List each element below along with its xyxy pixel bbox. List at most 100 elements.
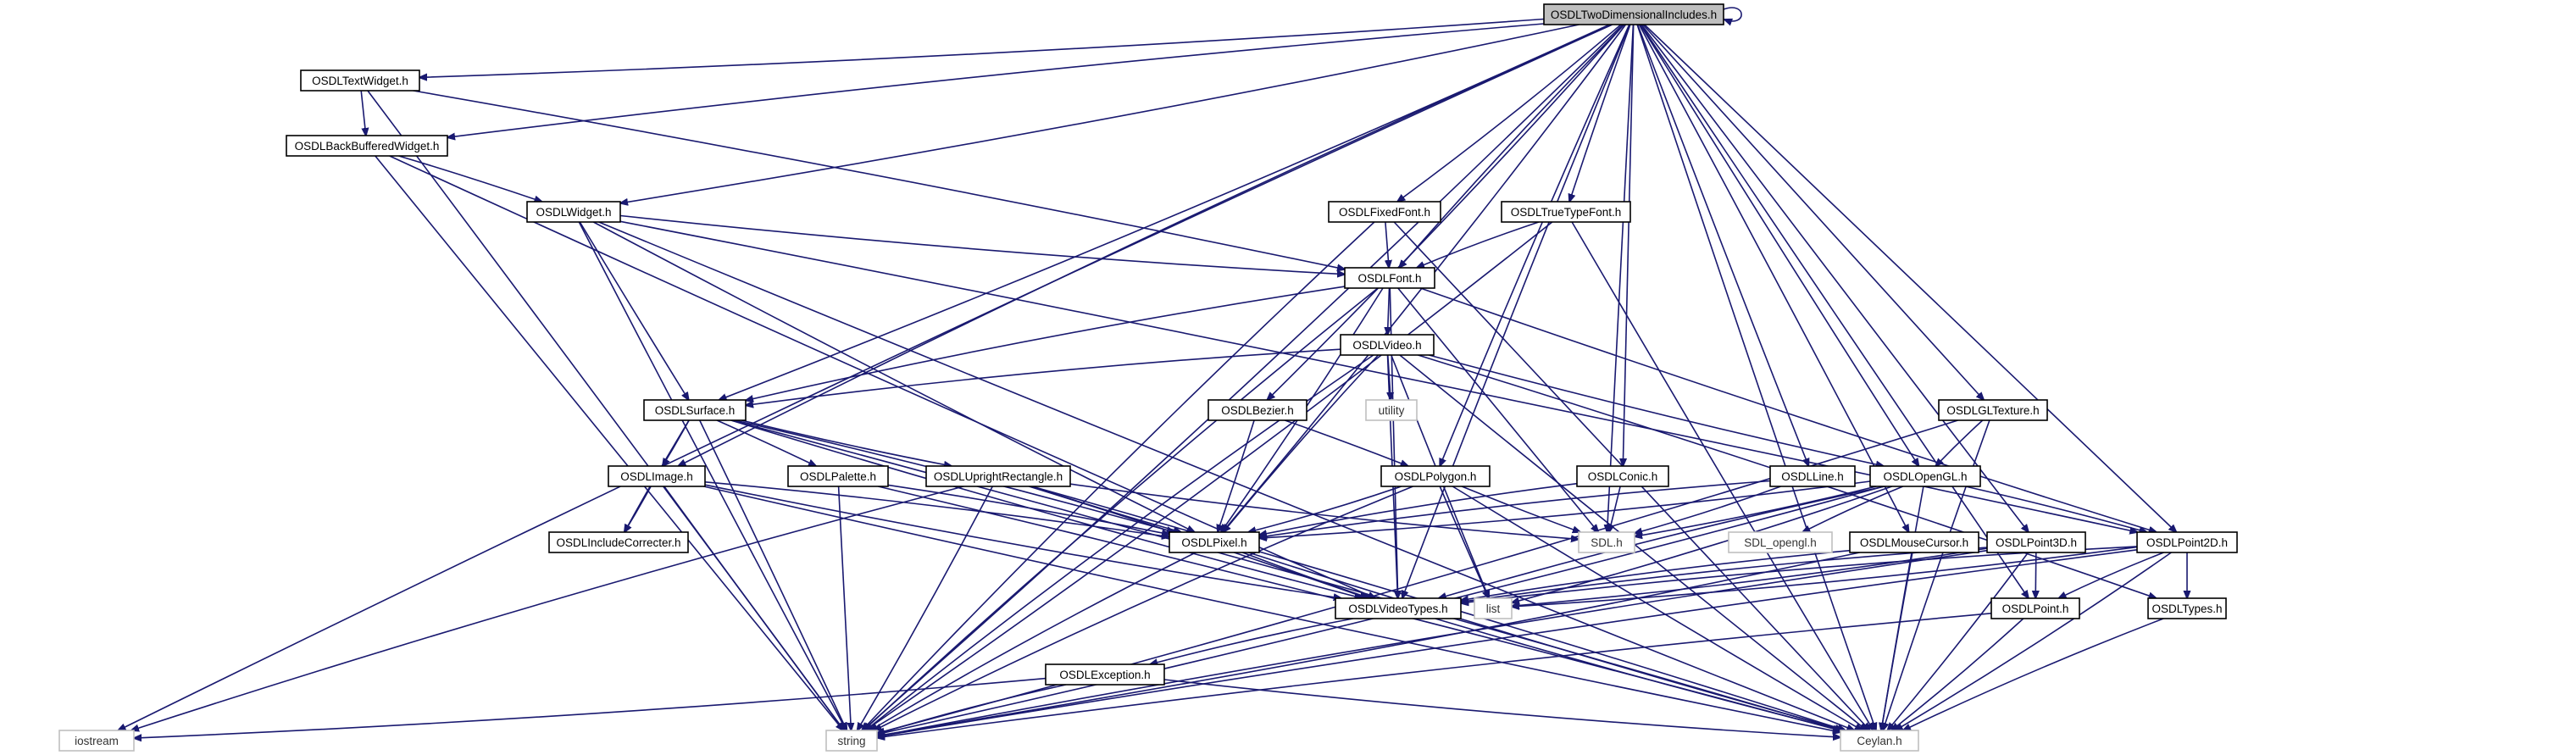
node-sdlopengl: SDL_opengl.h [1728, 531, 1833, 553]
node-conic[interactable]: OSDLConic.h [1576, 465, 1669, 487]
edge-twodim-to-iostream [118, 24, 1613, 730]
node-label: OSDLPalette.h [800, 470, 876, 483]
edge-twodim-to-opengl [1639, 24, 1919, 466]
edge-point-to-string [877, 613, 1992, 738]
node-box [1045, 663, 1165, 686]
node-point2d[interactable]: OSDLPoint2D.h [2136, 531, 2238, 553]
node-label: OSDLVideo.h [1352, 339, 1421, 352]
edge-font-to-videotypes [1389, 287, 1397, 598]
node-label: OSDLWidget.h [536, 206, 611, 219]
node-layer: OSDLTwoDimensionalIncludes.hOSDLTextWidg… [58, 3, 2238, 752]
edge-twodim-to-font [1399, 24, 1625, 268]
edge-opengl-to-point2d [1965, 486, 2147, 532]
edge-conic-to-pixel [1259, 482, 1578, 536]
edge-twodim-to-point [1640, 24, 2029, 598]
edge-twodim-to-surface [719, 24, 1610, 400]
edge-polygon-to-string [874, 486, 1413, 730]
edge-polygon-to-sdl [1461, 486, 1580, 532]
node-box [58, 730, 135, 752]
node-box [1728, 531, 1833, 553]
node-pixel[interactable]: OSDLPixel.h [1169, 531, 1260, 553]
edge-video-to-surface [746, 348, 1341, 405]
node-label: OSDLTrueTypeFont.h [1511, 206, 1622, 219]
edge-videotypes-to-exception [1150, 618, 1353, 664]
edge-mousecursor-to-string [877, 552, 1860, 736]
node-textwidget[interactable]: OSDLTextWidget.h [300, 69, 420, 92]
edge-fixedfont-to-font [1385, 221, 1389, 268]
node-image[interactable]: OSDLImage.h [608, 465, 706, 487]
edge-video-to-pixel [1224, 354, 1380, 532]
edge-twodim-to-videotypes [1402, 24, 1630, 598]
node-videotypes[interactable]: OSDLVideoTypes.h [1335, 597, 1462, 619]
node-font[interactable]: OSDLFont.h [1344, 267, 1435, 289]
node-label: list [1486, 602, 1501, 615]
edge-mousecursor-to-ceylan [1881, 552, 1913, 730]
node-box [300, 69, 420, 92]
node-point3d[interactable]: OSDLPoint3D.h [1986, 531, 2086, 553]
node-box [1474, 597, 1513, 619]
edge-surface-to-videotypes [730, 419, 1363, 598]
node-widget[interactable]: OSDLWidget.h [526, 201, 621, 223]
edge-twodim-to-point2d [1644, 24, 2177, 532]
node-box [526, 201, 621, 223]
edge-opengl-to-sdl [1635, 486, 1877, 536]
edge-twodim-to-sdl [1607, 24, 1635, 532]
edge-twodim-to-widget [620, 24, 1579, 203]
node-polygon[interactable]: OSDLPolygon.h [1380, 465, 1491, 487]
node-exception[interactable]: OSDLException.h [1045, 663, 1165, 686]
edge-backbuf-to-string [375, 155, 843, 730]
node-box [1769, 465, 1856, 487]
node-label: OSDLPixel.h [1181, 536, 1246, 549]
edge-pixel-to-ceylan [1248, 552, 1845, 730]
node-backbuf[interactable]: OSDLBackBufferedWidget.h [286, 135, 448, 157]
edge-uprect-to-string [858, 486, 994, 730]
edge-font-to-point2d [1419, 287, 2157, 532]
edge-twodim-to-point3d [1641, 24, 2029, 532]
edge-twodim-to-bezier [1267, 24, 1625, 400]
node-label: utility [1379, 404, 1405, 417]
node-utility: utility [1365, 399, 1418, 421]
node-types[interactable]: OSDLTypes.h [2147, 597, 2227, 619]
node-surface[interactable]: OSDLSurface.h [643, 399, 747, 421]
edge-font-to-sdl [1397, 287, 1598, 532]
node-label: OSDLTextWidget.h [312, 75, 408, 87]
edge-uprect-to-pixel [1030, 486, 1181, 532]
node-includecorr[interactable]: OSDLIncludeCorrecter.h [548, 531, 689, 553]
edge-truetype-to-string [865, 221, 1553, 730]
node-bezier[interactable]: OSDLBezier.h [1208, 399, 1307, 421]
edge-point-to-ceylan [1891, 618, 2024, 730]
node-label: OSDLException.h [1059, 669, 1150, 681]
node-label: OSDLUprightRectangle.h [934, 470, 1063, 483]
edge-twodim-to-ceylan [1636, 24, 1876, 730]
edge-backbuf-to-widget [398, 155, 542, 202]
node-opengl[interactable]: OSDLOpenGL.h [1869, 465, 1981, 487]
node-uprect[interactable]: OSDLUprightRectangle.h [925, 465, 1071, 487]
edge-image-to-includecorr [625, 486, 652, 532]
edge-exception-to-iostream [134, 677, 1046, 739]
edge-twodim-to-mousecursor [1638, 24, 1908, 532]
node-fixedfont[interactable]: OSDLFixedFont.h [1328, 201, 1441, 223]
edge-opengl-to-pixel [1259, 480, 1871, 538]
edge-polygon-to-pixel [1248, 486, 1402, 532]
node-box [1990, 597, 2080, 619]
node-label: OSDLIncludeCorrecter.h [556, 536, 680, 549]
node-label: OSDLPolygon.h [1395, 470, 1477, 483]
node-sdl: SDL.h [1578, 531, 1635, 553]
node-box [2147, 597, 2227, 619]
node-point[interactable]: OSDLPoint.h [1990, 597, 2080, 619]
node-label: SDL.h [1591, 536, 1623, 549]
node-truetype[interactable]: OSDLTrueTypeFont.h [1501, 201, 1631, 223]
node-box [1169, 531, 1260, 553]
node-label: OSDLLine.h [1781, 470, 1844, 483]
node-line[interactable]: OSDLLine.h [1769, 465, 1856, 487]
node-box [1840, 730, 1919, 752]
edge-widget-to-surface [579, 221, 688, 400]
node-video[interactable]: OSDLVideo.h [1340, 334, 1435, 356]
node-palette[interactable]: OSDLPalette.h [787, 465, 889, 487]
edge-truetype-to-font [1417, 221, 1540, 268]
node-label: OSDLVideoTypes.h [1348, 602, 1447, 615]
edge-surface-to-string [698, 419, 847, 730]
node-gltexture[interactable]: OSDLGLTexture.h [1938, 399, 2048, 421]
node-twodim: OSDLTwoDimensionalIncludes.h [1543, 3, 1724, 25]
node-mousecursor[interactable]: OSDLMouseCursor.h [1849, 531, 1979, 553]
